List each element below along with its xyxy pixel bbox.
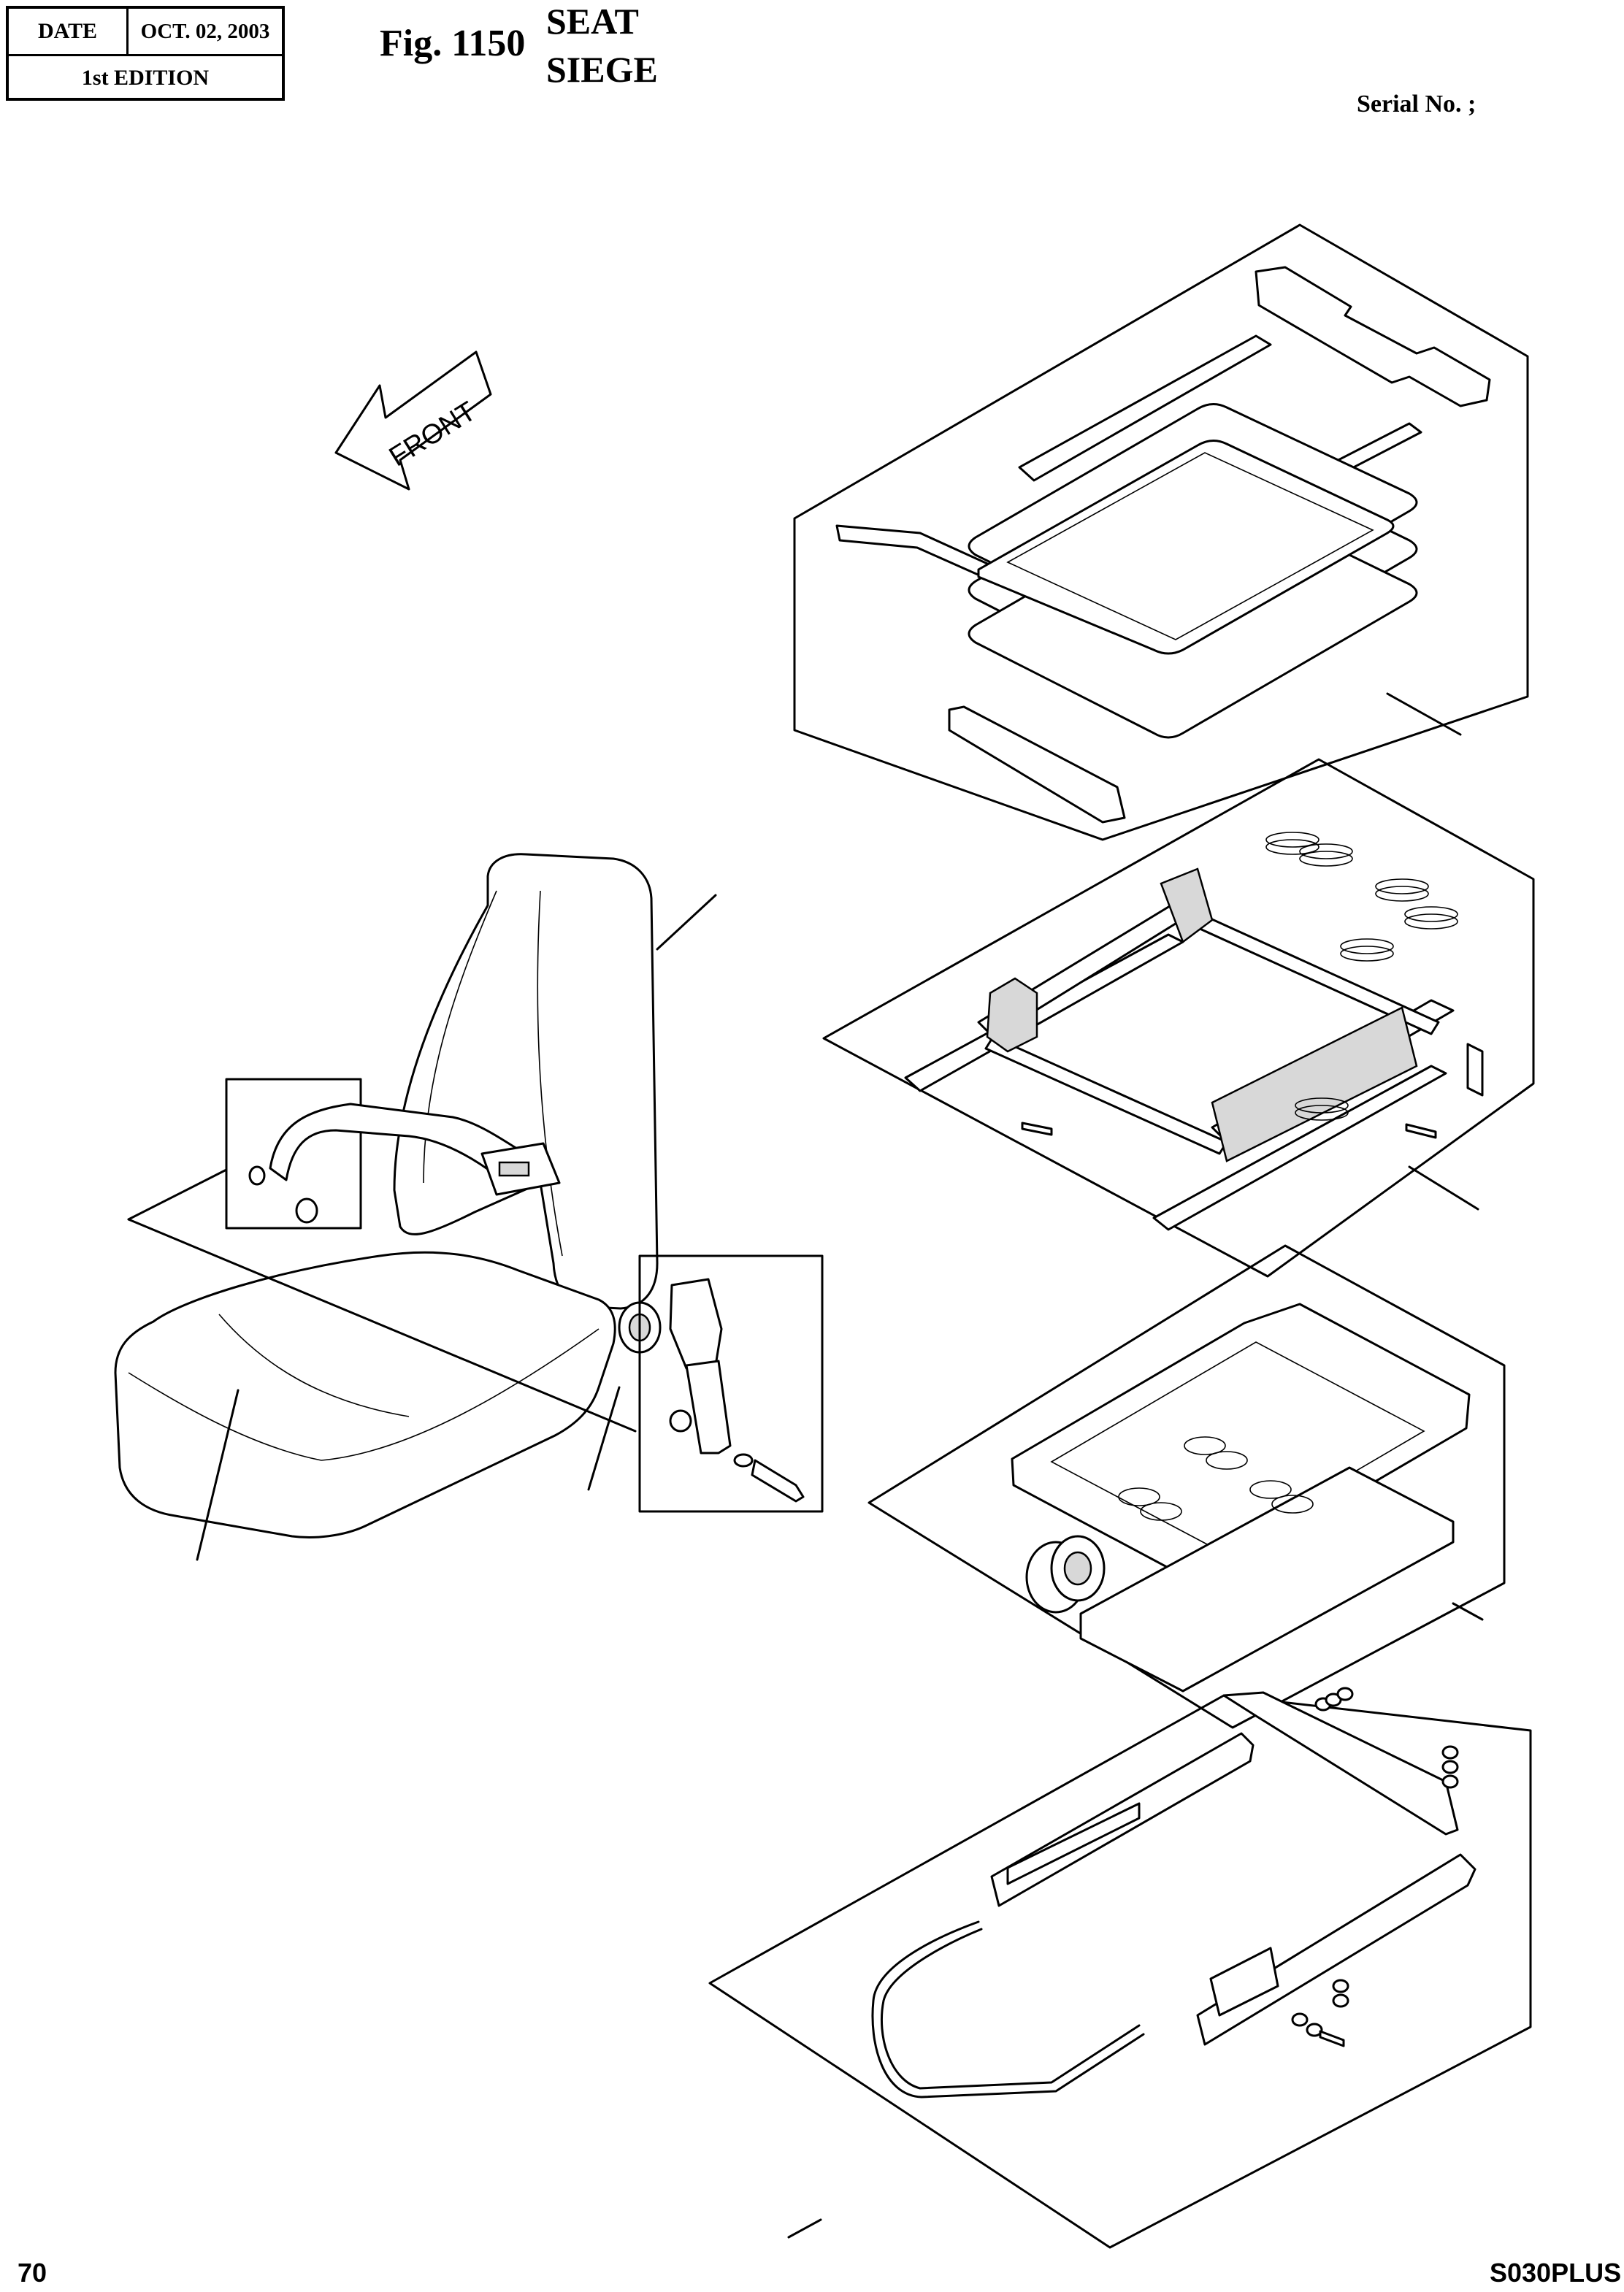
header-date-box: DATE OCT. 02, 2003 1st EDITION <box>6 6 285 101</box>
slide-rail-group <box>708 1687 1532 2249</box>
figure-title-fr: SIEGE <box>546 49 658 90</box>
serial-number-label: Serial No. ; <box>1357 91 1476 118</box>
page-number: 70 <box>18 2258 47 2288</box>
spring-frame-group <box>822 758 1535 1278</box>
bellows-cover-group <box>793 223 1529 841</box>
date-value: OCT. 02, 2003 <box>140 20 270 43</box>
edition-label: 1st EDITION <box>81 66 210 90</box>
front-direction-arrow: FRONT <box>334 350 492 491</box>
figure-title-en: SEAT <box>546 1 639 42</box>
suspension-unit-group <box>867 1244 1506 1729</box>
date-label: DATE <box>9 9 129 54</box>
model-name: S030PLUS <box>1490 2258 1622 2288</box>
header-date-row: DATE OCT. 02, 2003 <box>9 9 282 56</box>
seat-assembly <box>114 853 824 1561</box>
figure-number: Fig. 1150 <box>380 23 526 64</box>
